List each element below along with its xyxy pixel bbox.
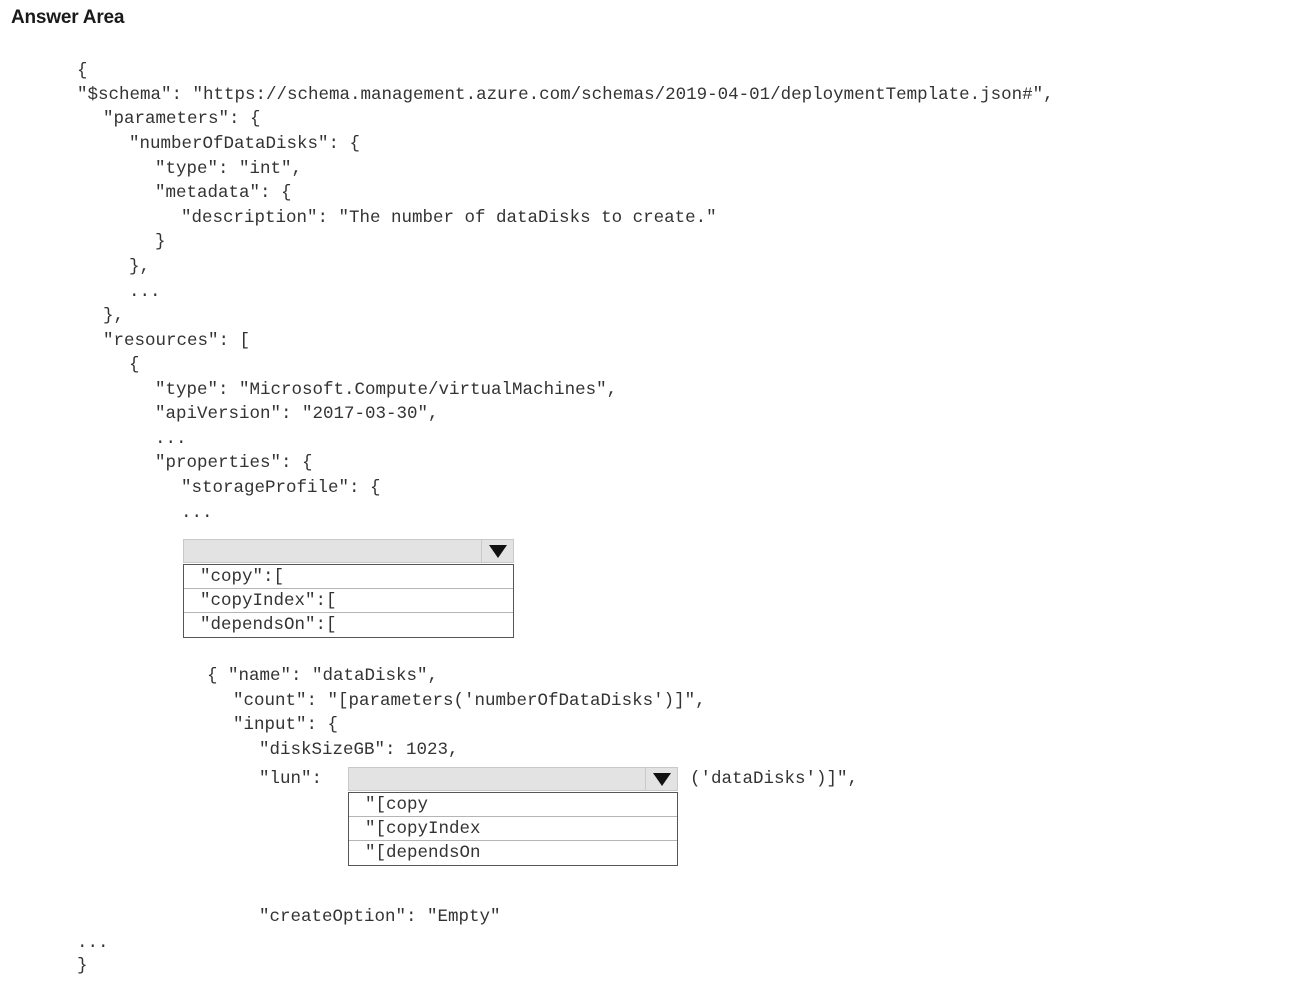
code-line: "diskSizeGB": 1023, — [259, 740, 459, 760]
code-line: ... — [155, 429, 187, 449]
code-line: } — [77, 956, 88, 976]
code-line: "storageProfile": { — [181, 478, 381, 498]
code-line: ... — [181, 503, 213, 523]
code-line: "$schema": "https://schema.management.az… — [77, 85, 1054, 105]
code-line: ('dataDisks')]", — [690, 769, 859, 789]
dropdown-option-copy[interactable]: "copy":[ — [184, 565, 513, 589]
code-line: "parameters": { — [103, 109, 261, 129]
code-line: ... — [129, 282, 161, 302]
dropdown-selected-box[interactable] — [348, 767, 678, 791]
code-line: { — [129, 355, 140, 375]
code-line: "apiVersion": "2017-03-30", — [155, 404, 439, 424]
dropdown-option-dependson[interactable]: "[dependsOn — [365, 843, 481, 863]
chevron-down-icon — [488, 544, 507, 558]
code-line: "metadata": { — [155, 183, 292, 203]
dropdown-arrow[interactable] — [645, 768, 677, 790]
dropdown-options: "[copy "[copyIndex "[dependsOn — [348, 792, 678, 866]
code-line: "description": "The number of dataDisks … — [181, 208, 717, 228]
dropdown-arrow[interactable] — [481, 540, 513, 562]
code-line: "resources": [ — [103, 331, 251, 351]
dropdown-options: "copy":[ "copyIndex":[ "dependsOn":[ — [183, 564, 514, 638]
code-line: "properties": { — [155, 453, 313, 473]
answer-area-title: Answer Area — [11, 7, 125, 28]
dropdown-selected-box[interactable] — [183, 539, 514, 563]
dropdown-option-dependson[interactable]: "dependsOn":[ — [200, 615, 337, 635]
code-line: "createOption": "Empty" — [259, 907, 501, 927]
code-line: "type": "Microsoft.Compute/virtualMachin… — [155, 380, 618, 400]
dropdown-option-copy[interactable]: "[copy — [349, 793, 677, 817]
code-line: "input": { — [233, 715, 339, 735]
dropdown-option-copyindex[interactable]: "[copyIndex — [349, 817, 677, 841]
code-line: "lun": — [259, 769, 323, 789]
code-line: "numberOfDataDisks": { — [129, 134, 361, 154]
code-line: { — [77, 61, 88, 81]
code-line: }, — [129, 257, 151, 277]
code-line: "count": "[parameters('numberOfDataDisks… — [233, 691, 706, 711]
chevron-down-icon — [652, 772, 671, 786]
dropdown-option-copyindex[interactable]: "copyIndex":[ — [184, 589, 513, 613]
code-line: } — [155, 232, 166, 252]
code-line: ... — [77, 933, 109, 953]
code-line: }, — [103, 306, 125, 326]
code-line: { "name": "dataDisks", — [207, 666, 439, 686]
code-line: "type": "int", — [155, 159, 303, 179]
